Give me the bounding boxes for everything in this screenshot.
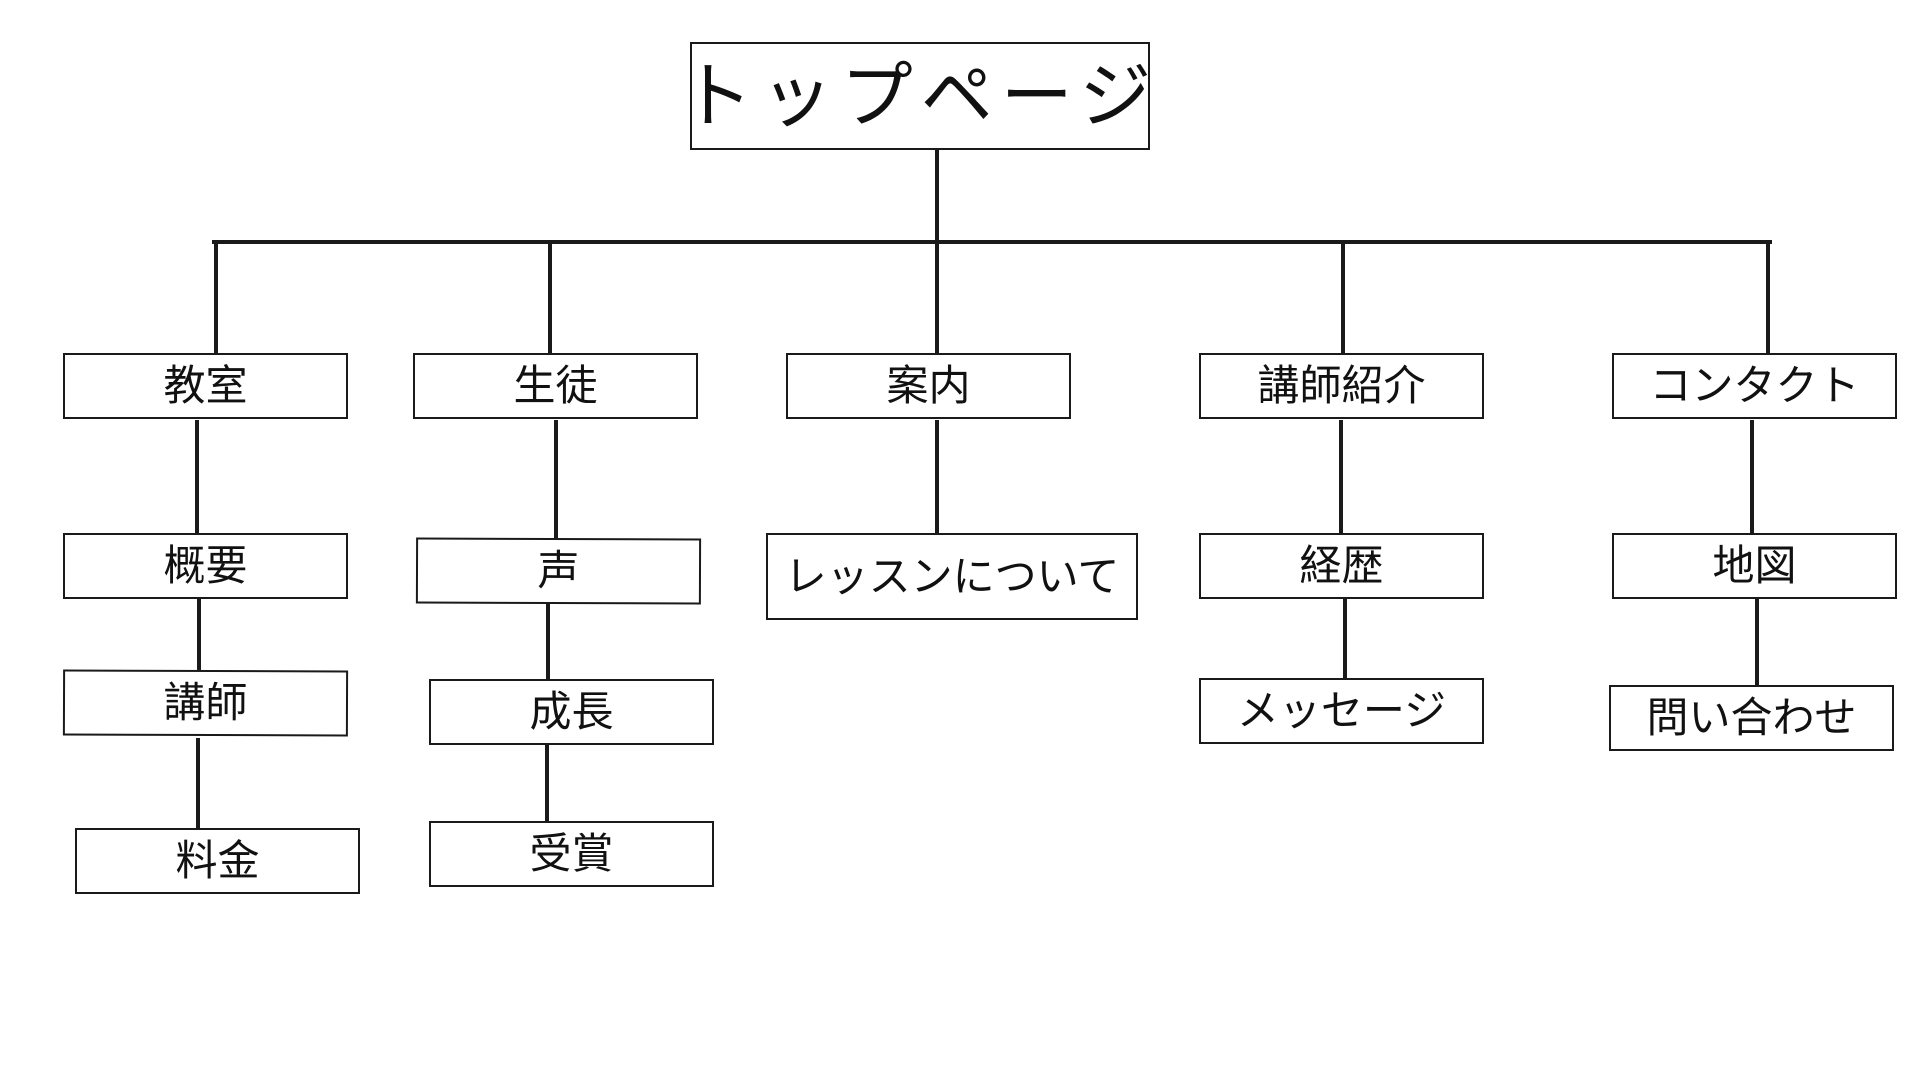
- section-node-kyoushitsu: 教室: [63, 353, 348, 419]
- connector-keireki-message: [1343, 599, 1347, 679]
- child-label: メッセージ: [1236, 686, 1447, 735]
- child-label: 概要: [163, 541, 248, 590]
- child-label: 声: [537, 545, 580, 596]
- child-node-chizu: 地図: [1612, 533, 1897, 599]
- child-node-toiawase: 問い合わせ: [1609, 685, 1894, 751]
- child-label: 講師: [163, 677, 248, 728]
- root-node: トップページ: [690, 42, 1150, 150]
- child-label: 料金: [175, 836, 260, 885]
- connector-horizontal-bus: [212, 240, 1772, 244]
- connector-drop-seito: [548, 240, 552, 356]
- connector-root-down: [935, 150, 939, 242]
- section-node-seito: 生徒: [413, 353, 698, 419]
- connector-gaiyou-koushi: [197, 598, 201, 671]
- child-node-gaiyou: 概要: [63, 533, 348, 599]
- child-label: 問い合わせ: [1646, 693, 1857, 742]
- child-node-koushi: 講師: [62, 669, 349, 737]
- connector-seichou-jushou: [545, 744, 549, 822]
- root-label: トップページ: [690, 54, 1150, 138]
- connector-annai-lesson: [935, 420, 939, 535]
- connector-seito-koe: [554, 420, 558, 538]
- connector-drop-annai: [935, 240, 939, 356]
- child-label: 受賞: [529, 829, 614, 878]
- connector-koushi-shoukai-keireki: [1339, 420, 1343, 535]
- child-node-koe: 声: [415, 537, 702, 605]
- section-label: コンタクト: [1649, 361, 1860, 410]
- child-label: 成長: [529, 687, 614, 736]
- section-node-contact: コンタクト: [1612, 353, 1897, 419]
- child-label: 地図: [1712, 541, 1797, 590]
- connector-kyoushitsu-gaiyou: [195, 420, 199, 535]
- child-node-keireki: 経歴: [1199, 533, 1484, 599]
- child-node-seichou: 成長: [429, 679, 714, 745]
- connector-koushi-ryoukin: [196, 738, 200, 829]
- connector-drop-kyoushitsu: [214, 240, 218, 356]
- section-label: 教室: [163, 361, 248, 410]
- child-node-lesson: レッスンについて: [766, 533, 1138, 620]
- section-label: 生徒: [513, 361, 598, 410]
- section-node-annai: 案内: [786, 353, 1071, 419]
- child-label: 経歴: [1299, 541, 1384, 590]
- section-label: 案内: [886, 361, 971, 410]
- connector-koe-seichou: [546, 604, 550, 680]
- connector-drop-contact: [1766, 240, 1770, 356]
- child-node-message: メッセージ: [1199, 678, 1484, 744]
- child-label: レッスンについて: [784, 551, 1120, 601]
- connector-contact-chizu: [1750, 420, 1754, 535]
- section-label: 講師紹介: [1257, 361, 1426, 410]
- child-node-ryoukin: 料金: [75, 828, 360, 894]
- child-node-jushou: 受賞: [429, 821, 714, 887]
- connector-drop-koushi-shoukai: [1341, 240, 1345, 356]
- connector-chizu-toiawase: [1755, 599, 1759, 686]
- section-node-koushi-shoukai: 講師紹介: [1199, 353, 1484, 419]
